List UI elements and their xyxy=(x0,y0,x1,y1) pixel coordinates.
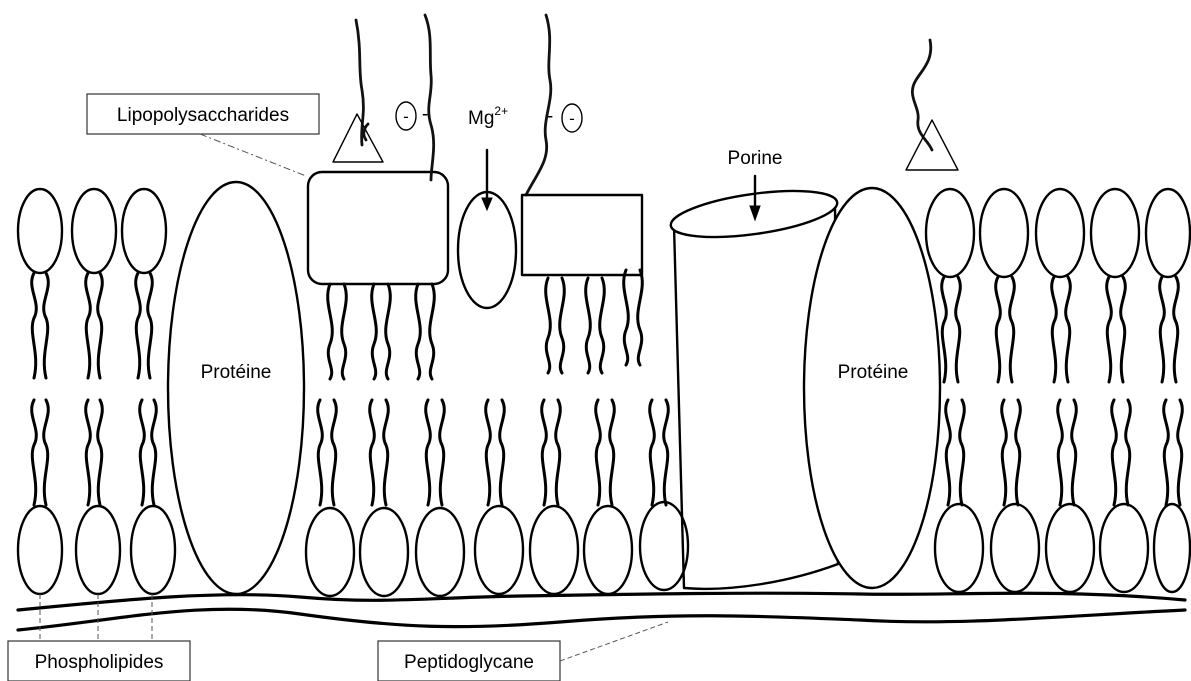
protein-right-label: Protéine xyxy=(838,362,909,383)
phospholipid xyxy=(306,400,354,596)
lps-label: Lipopolysaccharides xyxy=(117,105,289,126)
phospholipid-group-right xyxy=(926,189,1190,592)
phospholipids-label: Phospholipides xyxy=(35,652,164,673)
lps-tails-1 xyxy=(328,284,435,379)
mg-ion: Mg2+ xyxy=(458,104,516,308)
svg-text:-: - xyxy=(569,109,575,128)
svg-text:-: - xyxy=(403,107,409,126)
phospholipid xyxy=(416,400,464,596)
lps-callout: Lipopolysaccharides xyxy=(87,94,319,176)
negative-charge-left: - - xyxy=(396,102,428,130)
phospholipid xyxy=(475,400,523,594)
phospholipid xyxy=(360,400,408,596)
lps-molecule-1 xyxy=(308,15,448,379)
peptidoglycan-callout: Peptidoglycane xyxy=(378,622,668,681)
porin-label: Porine xyxy=(728,148,783,169)
phospholipid-group-middle xyxy=(306,400,688,596)
phospholipid-group-left xyxy=(18,189,175,594)
phospholipid xyxy=(980,189,1039,592)
peptidoglycan-layer xyxy=(18,593,1185,630)
phospholipid xyxy=(1146,189,1190,592)
lps-tails-2 xyxy=(546,270,643,373)
svg-text:-: - xyxy=(422,104,428,125)
peptidoglycan-label: Peptidoglycane xyxy=(404,652,534,673)
phospholipid xyxy=(584,400,632,594)
protein-left: Protéine xyxy=(168,182,304,594)
phospholipid xyxy=(18,189,62,594)
o-antigen-triangle-right xyxy=(906,120,958,170)
mg-label: Mg2+ xyxy=(468,104,508,129)
negative-charge-right: - - xyxy=(547,104,582,132)
phospholipid xyxy=(1036,189,1094,592)
o-antigen-triangle-left xyxy=(333,114,383,162)
protein-right: Protéine xyxy=(804,188,940,588)
protein-left-label: Protéine xyxy=(201,362,272,383)
phospholipid xyxy=(1091,189,1148,592)
phospholipid xyxy=(72,189,120,594)
lps-molecule-2 xyxy=(522,15,642,373)
phospholipid xyxy=(530,400,578,594)
